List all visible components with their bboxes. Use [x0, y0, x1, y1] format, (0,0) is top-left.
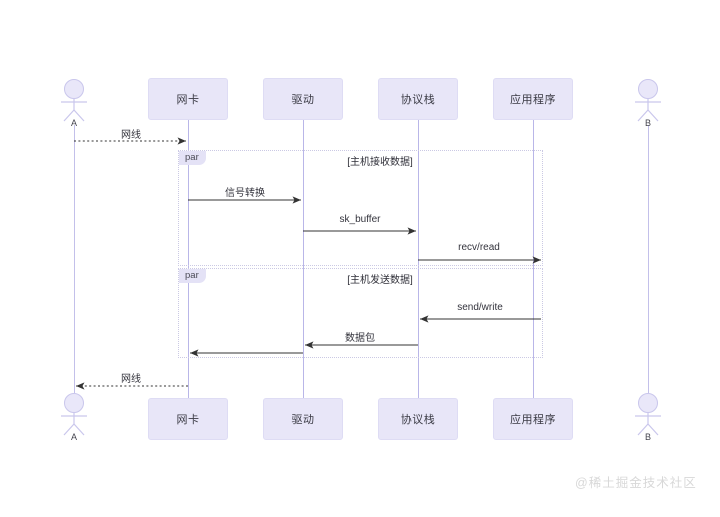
actor-b-top-label: B: [644, 118, 651, 128]
fragment-par-send-tag: par: [179, 269, 206, 284]
fragment-par-receive-tag: par: [179, 151, 206, 166]
fragment-par-send-condition: [主机发送数据]: [347, 275, 413, 286]
fragment-par-receive: [178, 150, 543, 266]
participant-box-stack-bottom[interactable]: 协议栈: [378, 398, 458, 440]
fragment-par-send: [178, 268, 543, 358]
actor-a-top-label: A: [70, 118, 77, 128]
actor-b-bottom-label: B: [644, 432, 651, 442]
message-label-skbuffer: sk_buffer: [339, 214, 381, 225]
actor-b-top: [626, 78, 670, 122]
participant-box-nic-bottom[interactable]: 网卡: [148, 398, 228, 440]
participant-box-stack-top[interactable]: 协议栈: [378, 78, 458, 120]
lifeline-nic: [188, 120, 189, 398]
message-label-packet: 数据包: [345, 333, 375, 344]
watermark: @稀土掘金技术社区: [575, 476, 697, 490]
participant-box-driver-top[interactable]: 驱动: [263, 78, 343, 120]
participant-box-nic-top[interactable]: 网卡: [148, 78, 228, 120]
message-label-send-write: send/write: [457, 302, 503, 313]
message-label-cable-in: 网线: [121, 130, 141, 141]
actor-a-bottom-label: A: [70, 432, 77, 442]
message-label-signal: 信号转换: [225, 188, 265, 199]
lifeline-driver: [303, 120, 304, 398]
actor-b-bottom: [626, 392, 670, 436]
participant-box-driver-bottom[interactable]: 驱动: [263, 398, 343, 440]
participant-box-app-top[interactable]: 应用程序: [493, 78, 573, 120]
lifeline-actor-b: [648, 125, 649, 393]
message-label-cable-out: 网线: [121, 374, 141, 385]
actor-a-top: [52, 78, 96, 122]
lifeline-stack: [418, 120, 419, 398]
participant-box-app-bottom[interactable]: 应用程序: [493, 398, 573, 440]
message-label-recv-read: recv/read: [458, 242, 500, 253]
lifeline-actor-a: [74, 125, 75, 393]
actor-a-bottom: [52, 392, 96, 436]
fragment-par-receive-condition: [主机接收数据]: [347, 157, 413, 168]
